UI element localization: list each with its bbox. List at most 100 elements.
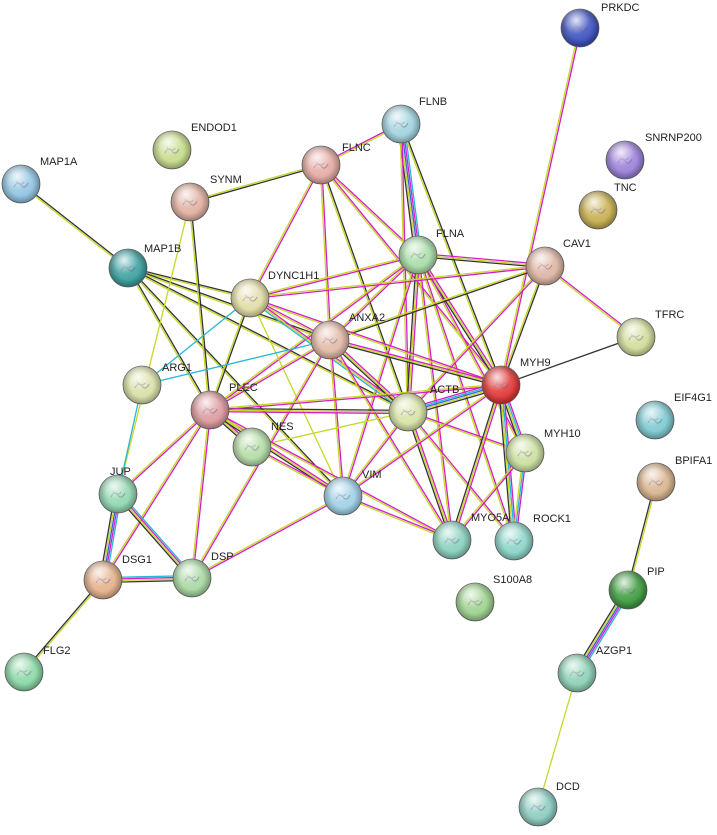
node-myo5a[interactable]: MYO5A: [432, 512, 510, 560]
node-eif4g1[interactable]: EIF4G1: [635, 392, 712, 440]
edge-strand-yellow: [116, 408, 211, 495]
edge-strand-black: [209, 407, 409, 412]
node-flg2[interactable]: FLG2: [4, 645, 71, 692]
node-tfrc[interactable]: TFRC: [616, 309, 684, 357]
edge-myh9-myo5a: [449, 383, 504, 542]
node-snrnp200[interactable]: SNRNP200: [605, 132, 702, 180]
node-map1a[interactable]: MAP1A: [1, 156, 78, 204]
edge-strand-magenta: [401, 123, 421, 256]
edge-plec-dsp: [190, 409, 212, 579]
node-pip[interactable]: PIP: [608, 566, 665, 610]
node-bpifa1[interactable]: BPIFA1: [636, 455, 712, 502]
edge-actb-myo5a: [405, 410, 455, 542]
node-label: MAP1B: [144, 243, 181, 255]
node-label: ACTB: [430, 384, 459, 396]
node-dync1h1[interactable]: DYNC1H1: [230, 270, 319, 318]
edge-strand-yellow: [341, 254, 418, 497]
edge-strand-yellow: [190, 494, 344, 578]
edge-strand-magenta: [103, 409, 212, 582]
node-label: BPIFA1: [675, 455, 712, 467]
edge-strand-black: [497, 384, 513, 542]
edge-strand-magenta: [342, 385, 503, 498]
node-actb[interactable]: ACTB: [388, 384, 459, 432]
node-highlight: [109, 249, 147, 287]
edge-strand-yellow: [341, 383, 502, 496]
node-label: FLNB: [419, 96, 447, 108]
node-highlight: [231, 279, 269, 317]
edge-plec-jup: [116, 408, 212, 496]
edge-strand-black: [501, 265, 547, 386]
node-plec[interactable]: PLEC: [190, 382, 258, 430]
node-jup[interactable]: JUP: [98, 466, 138, 514]
node-flnc[interactable]: FLNC: [301, 142, 371, 185]
node-highlight: [636, 401, 674, 439]
edge-prkdc-myh9: [499, 27, 582, 386]
node-prkdc[interactable]: PRKDC: [560, 2, 640, 48]
node-azgp1[interactable]: AZGP1: [557, 645, 632, 693]
edge-strand-black: [190, 201, 212, 411]
edge-strand-cyan: [141, 339, 331, 386]
node-dcd[interactable]: DCD: [518, 781, 580, 827]
node-label: ARG1: [162, 362, 192, 374]
node-cav1[interactable]: CAV1: [525, 238, 591, 286]
node-flnb[interactable]: FLNB: [381, 96, 447, 144]
edge-strand-yellow: [319, 164, 330, 341]
edge-strand-magenta: [209, 410, 409, 415]
edge-strand-magenta: [209, 385, 502, 412]
node-anxa2[interactable]: ANXA2: [310, 312, 385, 360]
node-highlight: [311, 321, 349, 359]
edge-dsg1-flg2: [22, 578, 105, 674]
node-label: FLG2: [43, 645, 71, 657]
edge-strand-cyan: [141, 297, 251, 386]
node-label: MYH9: [520, 357, 551, 369]
edge-myh9-plec: [209, 383, 502, 412]
node-myh10[interactable]: MYH10: [505, 428, 581, 473]
edge-strand-yellow: [190, 409, 210, 579]
edge-strand-yellow: [328, 339, 343, 497]
node-label: FLNC: [342, 142, 371, 154]
node-label: DSG1: [122, 554, 152, 566]
edge-strand-magenta: [249, 296, 502, 385]
node-dsg1[interactable]: DSG1: [83, 554, 152, 600]
node-highlight: [99, 475, 137, 513]
node-label: ANXA2: [349, 312, 385, 324]
edge-actb-nes: [251, 411, 409, 448]
node-synm[interactable]: SYNM: [170, 174, 242, 222]
node-label: VIM: [362, 469, 382, 481]
node-endod1[interactable]: ENDOD1: [152, 122, 237, 170]
edge-strand-yellow: [189, 163, 322, 202]
edge-strand-black: [127, 266, 331, 340]
edge-strand-yellow: [499, 265, 545, 386]
edge-actb-plec: [209, 407, 409, 415]
edge-strand-yellow: [101, 408, 210, 581]
node-highlight: [5, 653, 43, 691]
node-myh9[interactable]: MYH9: [481, 357, 551, 405]
node-highlight: [606, 141, 644, 179]
edge-strand-black: [329, 266, 546, 342]
edge-tfrc-myh9: [500, 336, 637, 386]
node-rock1[interactable]: ROCK1: [494, 513, 571, 561]
edge-strand-black: [328, 340, 502, 388]
node-label: ENDOD1: [191, 122, 237, 134]
node-label: MAP1A: [40, 156, 78, 168]
node-s100a8[interactable]: S100A8: [455, 574, 532, 622]
edge-myh9-vim: [341, 383, 503, 498]
edge-strand-magenta: [501, 27, 582, 386]
node-flna[interactable]: FLNA: [398, 228, 465, 275]
node-dsp[interactable]: DSP: [172, 551, 234, 598]
node-vim[interactable]: VIM: [323, 469, 382, 516]
node-label: SYNM: [210, 174, 242, 186]
edge-strand-yellow: [407, 411, 453, 541]
edge-strand-yellow: [328, 339, 452, 542]
node-tnc[interactable]: TNC: [578, 182, 637, 230]
node-map1b[interactable]: MAP1B: [108, 243, 181, 288]
edge-map1b-actb: [126, 266, 410, 414]
node-highlight: [495, 522, 533, 560]
node-arg1[interactable]: ARG1: [122, 362, 192, 405]
edge-strand-magenta: [330, 338, 454, 541]
node-highlight: [526, 247, 564, 285]
node-highlight: [191, 391, 229, 429]
node-nes[interactable]: NES: [232, 421, 294, 467]
edge-strand-black: [401, 123, 503, 386]
edge-flnc-anxa2: [319, 164, 332, 341]
